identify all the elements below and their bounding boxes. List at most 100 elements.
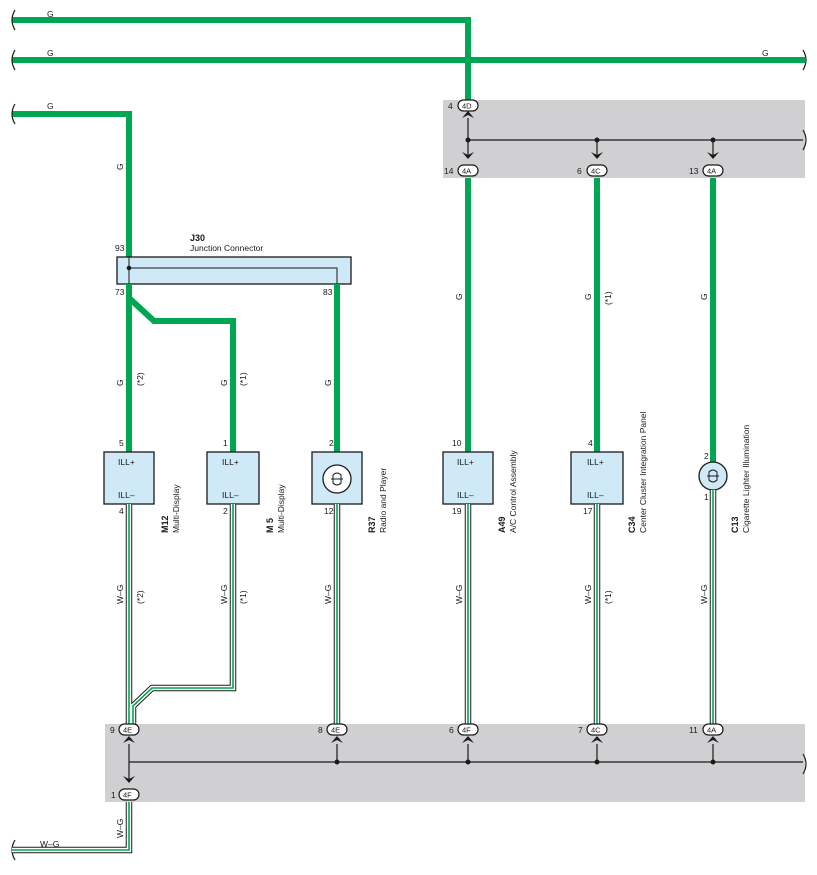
wire-label-g-2: G [47, 48, 54, 58]
conn-label-4d: 4D [462, 102, 472, 111]
pin-4d: 4 [448, 101, 453, 111]
connector-badge-4c-top [586, 152, 608, 177]
c34-pin-bottom: 17 [583, 506, 593, 516]
connector-badge-4f-1 [118, 776, 140, 801]
pin-6-bottom: 6 [449, 725, 454, 735]
wire-label-c34-top: G [583, 293, 593, 300]
m12-id: M12 [160, 515, 170, 533]
m5-pin-top: 1 [223, 438, 228, 448]
c13-pin-top: 2 [704, 451, 709, 461]
component-c34 [570, 451, 624, 505]
top-feed-wires [12, 17, 805, 257]
wire-label-g-1: G [47, 9, 54, 19]
r37-id: R37 [367, 516, 377, 533]
m12-name: Multi-Display [171, 484, 181, 533]
wire-label-c13-top: G [699, 293, 709, 300]
conn-label-4a-2: 4A [707, 167, 716, 176]
conn-label-4a-1: 4A [462, 167, 471, 176]
conn-label-4a-3: 4A [707, 726, 716, 735]
a49-name: A/C Control Assembly [508, 450, 518, 533]
junction-name: Junction Connector [190, 243, 263, 253]
m12-ill-minus: ILL– [118, 490, 135, 500]
c13-name: Cigarette Lighter Illumination [741, 425, 751, 533]
wire-label-m5-top: G [219, 379, 229, 386]
pin-9: 9 [110, 725, 115, 735]
a49-pin-top: 10 [452, 438, 462, 448]
filament-icon-r37 [331, 472, 343, 486]
wire-label-a49-bottom: W–G [454, 585, 464, 604]
conn-label-4e-1: 4E [123, 726, 132, 735]
pin-7: 7 [578, 725, 583, 735]
note-m12-top: (*2) [135, 372, 145, 386]
connector-badge-4f-6 [457, 723, 479, 743]
conn-label-4f-1: 4F [462, 726, 471, 735]
top-panel-bus [465, 118, 803, 156]
a49-id: A49 [497, 516, 507, 533]
wire-break-symbols [11, 9, 807, 861]
wire-label-ground: W–G [40, 839, 59, 849]
connector-badge-4a-11 [702, 723, 724, 743]
pin-93: 93 [115, 243, 125, 253]
m12-pin-top: 5 [119, 438, 124, 448]
wire-label-c34-bottom: W–G [583, 585, 593, 604]
conn-label-4e-2: 4E [331, 726, 340, 735]
conn-label-4c-1: 4C [591, 167, 601, 176]
note-c34-top: (*1) [603, 291, 613, 305]
conn-label-4c-2: 4C [591, 726, 601, 735]
c13-pin-bottom: 1 [704, 492, 709, 502]
wire-label-ground-vertical: W–G [115, 819, 125, 838]
connector-badge-4e-9 [118, 723, 140, 743]
wire-label-r37-bottom: W–G [323, 585, 333, 604]
c34-ill-minus: ILL– [587, 490, 604, 500]
wire-label-m12-bottom: W–G [115, 585, 125, 604]
connector-badge-4d [457, 99, 479, 118]
wire-label-m5-bottom: W–G [219, 585, 229, 604]
m5-id: M 5 [265, 518, 275, 533]
c34-name: Center Cluster Integration Panel [638, 411, 648, 533]
wire-label-m12-top: G [115, 379, 125, 386]
m12-ill-plus: ILL+ [118, 457, 135, 467]
top-connector-panel [443, 100, 805, 178]
pin-11: 11 [689, 725, 698, 735]
connector-badge-4a-top1 [457, 152, 479, 177]
wire-label-r37-top: G [323, 379, 333, 386]
note-m5-top: (*1) [238, 372, 248, 386]
junction-internal-trace [129, 267, 338, 284]
wire-label-g-3: G [47, 101, 54, 111]
c34-pin-top: 4 [588, 438, 593, 448]
m5-ill-plus: ILL+ [222, 457, 239, 467]
note-m12-bottom: (*2) [135, 590, 145, 604]
note-c34-bottom: (*1) [603, 590, 613, 604]
pin-13: 13 [689, 166, 699, 176]
a49-pin-bottom: 19 [452, 506, 462, 516]
c34-ill-plus: ILL+ [587, 457, 604, 467]
c13-id: C13 [730, 516, 740, 533]
pin-6-top: 6 [577, 166, 582, 176]
m5-name: Multi-Display [276, 484, 286, 533]
pin-83: 83 [323, 287, 333, 297]
m5-pin-bottom: 2 [223, 506, 228, 516]
bottom-connector-panel [105, 724, 805, 802]
junction-node [126, 265, 132, 271]
pin-14: 14 [444, 166, 454, 176]
c34-id: C34 [627, 516, 637, 533]
pin-73: 73 [115, 287, 125, 297]
r37-pin-bottom: 12 [324, 506, 334, 516]
bottom-panel-bus [128, 744, 803, 780]
wire-label-g-vertical: G [115, 163, 125, 170]
component-m12 [103, 451, 155, 505]
pin-8: 8 [318, 725, 323, 735]
wire-label-g-2-right: G [762, 48, 769, 58]
connector-badge-4a-top2 [702, 152, 724, 177]
r37-pin-top: 2 [329, 438, 334, 448]
note-m5-bottom: (*1) [238, 590, 248, 604]
junction-connector-box [116, 256, 352, 285]
wire-label-c13-bottom: W–G [699, 585, 709, 604]
m12-pin-bottom: 4 [119, 506, 124, 516]
component-feed-wires [126, 178, 716, 462]
a49-ill-minus: ILL– [457, 490, 474, 500]
connector-badge-4e-8 [326, 723, 348, 743]
conn-label-4f-2: 4F [123, 791, 132, 800]
